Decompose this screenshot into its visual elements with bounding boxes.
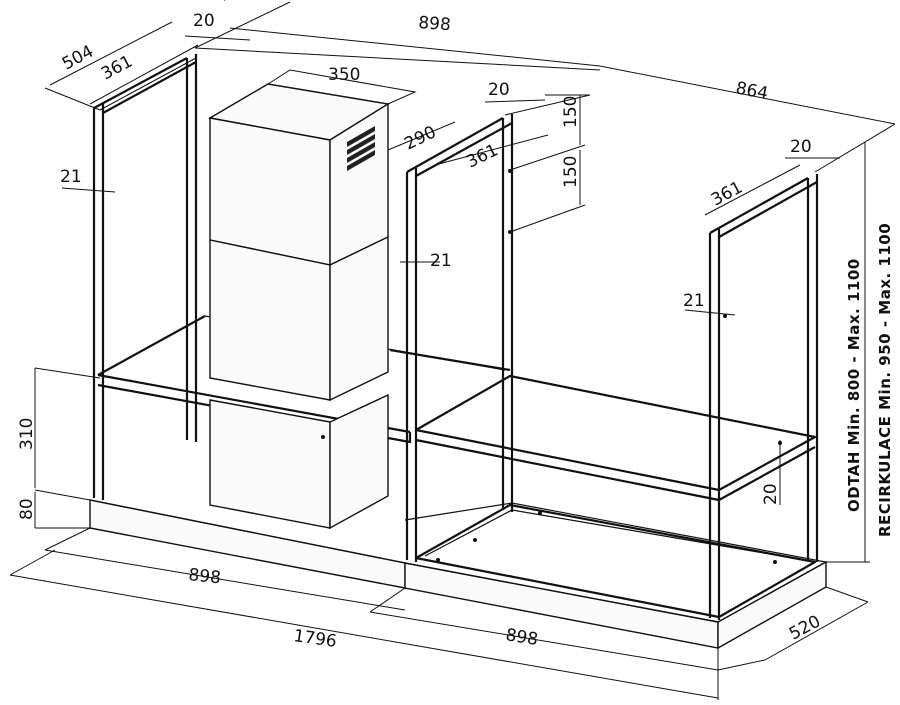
dim-21-mid: 21 <box>430 251 452 271</box>
recirkulace-label: RECIRKULACE Min. 950 - Max. 1100 <box>876 223 894 537</box>
dim-361-mid: 361 <box>463 140 501 172</box>
dim-80: 80 <box>17 498 37 520</box>
dim-1796: 1796 <box>292 626 338 652</box>
dim-20-shelf: 20 <box>761 483 781 505</box>
middle-frame <box>405 114 514 562</box>
dim-520: 520 <box>786 612 824 645</box>
odtah-label: ODTAH Min. 800 - Max. 1100 <box>845 258 863 512</box>
dim-864: 864 <box>734 78 770 104</box>
dim-310: 310 <box>17 418 37 450</box>
dim-150-top: 150 <box>561 96 581 128</box>
base-plinth <box>89 499 828 650</box>
dim-21-right: 21 <box>683 291 705 311</box>
right-module-frame <box>414 174 819 620</box>
dim-20-top-left: 20 <box>193 11 215 31</box>
dim-150-bottom: 150 <box>561 156 581 188</box>
dim-20-right: 20 <box>790 137 812 157</box>
dim-20-mid: 20 <box>488 80 510 100</box>
dim-350: 350 <box>328 65 360 85</box>
dim-898-bottom-left: 898 <box>187 565 221 588</box>
dim-898-top: 898 <box>418 13 452 35</box>
vent-grille-left <box>224 0 254 1</box>
dim-361-right: 361 <box>708 178 746 211</box>
dimension-lines <box>9 1 896 700</box>
dim-21-left: 21 <box>60 167 82 187</box>
dim-361-left: 361 <box>98 52 136 85</box>
dim-898-bottom-right: 898 <box>504 625 539 650</box>
dimension-labels: 898 864 504 361 20 350 290 20 150 150 36… <box>17 11 824 652</box>
height-range-labels: ODTAH Min. 800 - Max. 1100 RECIRKULACE M… <box>845 223 894 537</box>
duct-cover <box>208 0 390 530</box>
dim-504: 504 <box>59 42 97 75</box>
dim-290: 290 <box>401 122 439 154</box>
vent-grille-right <box>347 126 375 171</box>
